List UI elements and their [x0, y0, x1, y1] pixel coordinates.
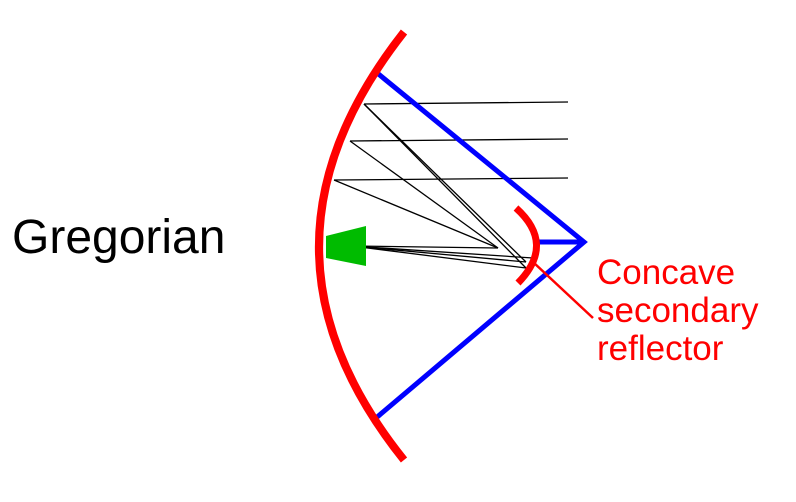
diagram-title: Gregorian — [12, 211, 226, 264]
callout-line-2: secondary — [597, 291, 759, 330]
secondary-reflector-callout: Concave secondary reflector — [597, 254, 758, 368]
reflected-ray-2 — [363, 103, 527, 263]
incoming-ray-1 — [363, 101, 569, 105]
reflected-ray-1 — [363, 103, 527, 269]
secondary-reflector — [513, 205, 540, 286]
callout-line-1: Concave — [597, 253, 736, 292]
focused-ray-4 — [351, 245, 534, 259]
reflected-ray-3 — [349, 140, 499, 249]
callout-line-3: reflector — [597, 329, 724, 368]
focused-ray-2 — [351, 245, 527, 263]
incoming-ray-3 — [333, 177, 569, 181]
reflected-ray-4 — [333, 179, 499, 249]
support-struts — [374, 70, 588, 420]
primary-reflector — [315, 29, 408, 463]
feed-horn — [326, 226, 366, 266]
focused-ray-1 — [351, 245, 499, 249]
focused-ray-3 — [351, 245, 527, 269]
callout-leader-line — [532, 261, 594, 319]
